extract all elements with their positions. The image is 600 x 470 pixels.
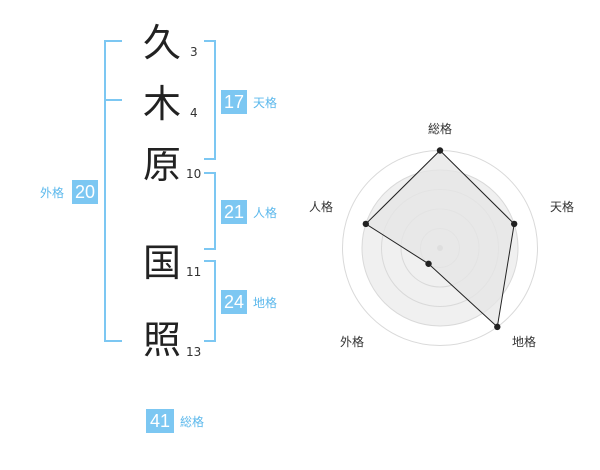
chikaku-bracket bbox=[204, 260, 216, 342]
soukaku-label: 総格 bbox=[180, 415, 205, 429]
stroke-count-5: 13 bbox=[186, 345, 202, 359]
tenkaku-label: 天格 bbox=[253, 96, 278, 110]
jinkaku-value-badge: 21 bbox=[221, 200, 247, 224]
chikaku-label: 地格 bbox=[253, 296, 278, 310]
tenkaku-bracket bbox=[204, 40, 216, 160]
name-char-1: 久 bbox=[143, 21, 182, 65]
gaikaku-bracket-tick bbox=[104, 99, 122, 101]
radar-point-4 bbox=[425, 260, 432, 267]
radar-point-3 bbox=[494, 323, 501, 331]
stroke-count-4: 11 bbox=[186, 265, 202, 279]
radar-axis-label-jinkaku: 人格 bbox=[309, 200, 334, 214]
radar-axis-label-gaikaku: 外格 bbox=[340, 335, 365, 349]
radar-data-polygon bbox=[365, 149, 515, 328]
radar-axis-label-soukaku: 総格 bbox=[428, 122, 453, 136]
stroke-count-3: 10 bbox=[186, 167, 202, 181]
gaikaku-label: 外格 bbox=[40, 186, 65, 200]
name-char-5: 照 bbox=[143, 318, 182, 362]
radar-axis-label-chikaku: 地格 bbox=[512, 335, 537, 349]
name-char-2: 木 bbox=[143, 82, 182, 126]
radar-axis-label-tenkaku: 天格 bbox=[550, 200, 575, 214]
jinkaku-label: 人格 bbox=[253, 206, 278, 220]
name-char-4: 国 bbox=[143, 241, 182, 285]
stroke-count-2: 4 bbox=[190, 106, 198, 120]
radar-point-2 bbox=[510, 220, 518, 228]
radar-point-5 bbox=[362, 220, 370, 228]
soukaku-value-badge: 41 bbox=[146, 409, 174, 433]
chikaku-value-badge: 24 bbox=[221, 290, 247, 314]
radar-point-1 bbox=[436, 147, 444, 154]
gaikaku-value-badge: 20 bbox=[72, 180, 98, 204]
stroke-count-1: 3 bbox=[190, 45, 198, 59]
tenkaku-value-badge: 17 bbox=[221, 90, 247, 114]
jinkaku-bracket bbox=[204, 172, 216, 250]
name-char-3: 原 bbox=[143, 143, 182, 187]
gaikaku-bracket bbox=[104, 40, 122, 342]
